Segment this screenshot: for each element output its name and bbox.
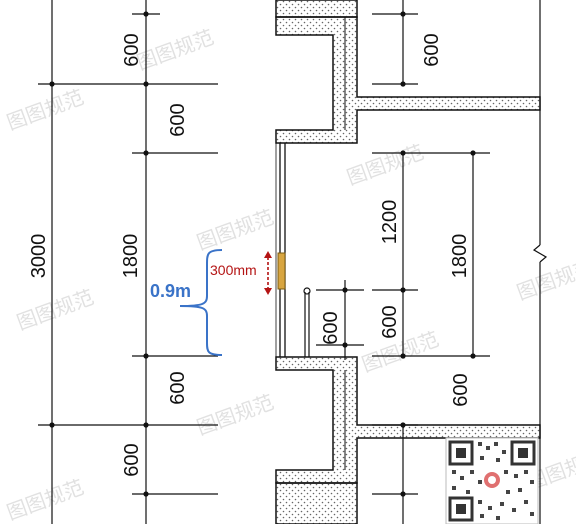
left-dimension-chain — [38, 0, 218, 524]
left-dimension-ticks — [49, 11, 149, 497]
wall-structure — [275, 0, 541, 524]
dim-left-upper-a: 600 — [121, 33, 143, 66]
dim-right-lower: 600 — [450, 373, 472, 406]
qr-code — [445, 437, 539, 524]
watermark-text: 图图规范 — [514, 255, 576, 305]
window-sill-marker — [277, 252, 286, 290]
watermark-text: 图图规范 — [344, 140, 427, 190]
dim-right-middle-bottom: 600 — [379, 305, 401, 338]
dim-right-middle: 1800 — [449, 234, 471, 279]
dim-left-outer: 3000 — [28, 234, 50, 279]
height-label: 0.9m — [150, 281, 191, 301]
dim-left-upper-b: 600 — [167, 103, 189, 136]
small-dimension-arrow — [264, 251, 272, 295]
small-dimension-label: 300mm — [210, 262, 257, 278]
watermark-text: 图图规范 — [14, 285, 97, 335]
dim-left-middle: 1800 — [120, 234, 142, 279]
watermark-text: 图图规范 — [4, 475, 87, 524]
dim-door-leaf: 600 — [320, 311, 342, 344]
dim-left-lower-b: 600 — [121, 443, 143, 476]
dim-right-middle-top: 1200 — [379, 200, 401, 245]
height-brace — [179, 249, 223, 356]
watermark-text: 图图规范 — [194, 205, 277, 255]
right-dimension-ticks — [400, 11, 476, 497]
dim-right-upper: 600 — [421, 33, 443, 66]
door-leaf — [303, 287, 311, 357]
dim-left-lower-a: 600 — [167, 371, 189, 404]
watermark-text: 图图规范 — [4, 85, 87, 135]
door-dimension-ticks — [342, 287, 348, 348]
watermark-text: 图图规范 — [194, 390, 277, 440]
window-opening — [275, 143, 286, 357]
